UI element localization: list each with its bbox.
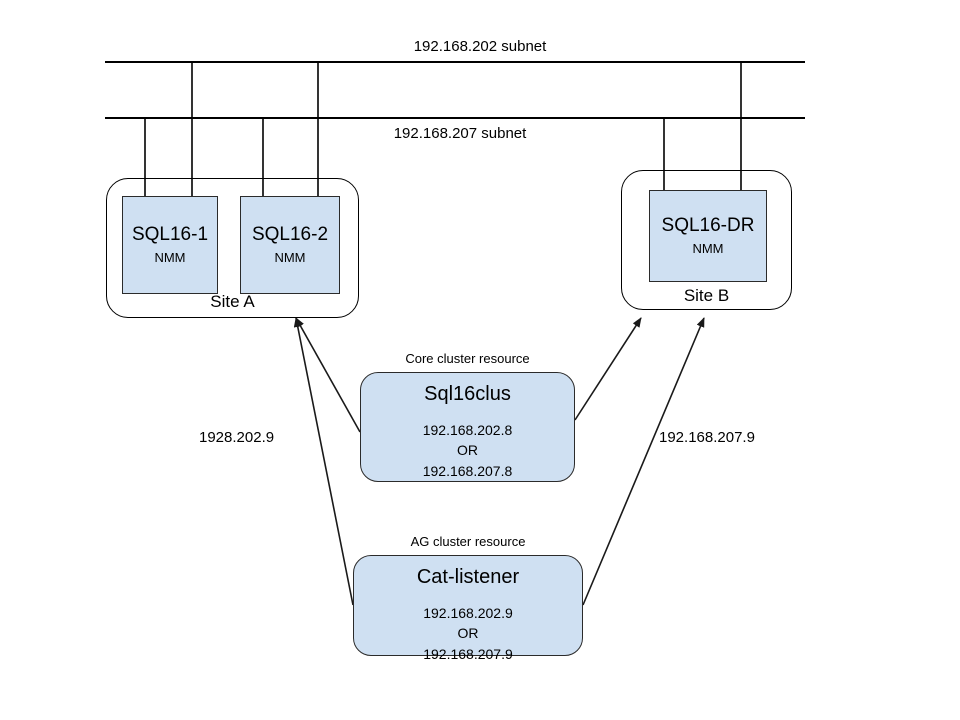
node-sql16-2-agent: NMM — [274, 250, 306, 266]
core-cluster-resource-title: Sql16clus — [424, 383, 511, 405]
ag-cluster-ip-separator: OR — [457, 625, 479, 642]
core-cluster-resource-ips: 192.168.202.8 OR 192.168.207.8 — [423, 420, 513, 481]
node-sql16-1-agent: NMM — [154, 250, 186, 266]
node-sql16-1[interactable]: SQL16-1 NMM — [122, 196, 218, 294]
ag-cluster-resource-ips: 192.168.202.9 OR 192.168.207.9 — [423, 603, 513, 664]
edge-cat-listener-to-site-b — [582, 317, 705, 606]
core-cluster-resource-box[interactable]: Sql16clus 192.168.202.8 OR 192.168.207.8 — [360, 372, 575, 482]
site-b-label: Site B — [683, 286, 730, 305]
node-sql16-1-title: SQL16-1 — [131, 224, 209, 246]
ag-cluster-ip-secondary: 192.168.207.9 — [423, 645, 513, 662]
ag-cluster-resource-box[interactable]: Cat-listener 192.168.202.9 OR 192.168.20… — [353, 555, 583, 662]
site-a-label: Site A — [210, 292, 255, 311]
edge-sql16clus-to-site-a — [295, 317, 361, 433]
edge-label-right: 192.168.207.9 — [659, 429, 755, 446]
node-sql16-dr-agent: NMM — [692, 241, 724, 257]
site-a-container[interactable] — [106, 178, 359, 318]
node-sql16-dr[interactable]: SQL16-DR NMM — [649, 190, 767, 282]
subnet-202-label: 192.168.202 subnet — [413, 38, 547, 55]
ag-cluster-ip-primary: 192.168.202.9 — [423, 605, 513, 621]
edge-cat-listener-to-site-a — [293, 317, 354, 606]
core-cluster-ip-primary: 192.168.202.8 — [422, 422, 513, 438]
node-sql16-dr-title: SQL16-DR — [661, 215, 755, 237]
node-sql16-2[interactable]: SQL16-2 NMM — [240, 196, 340, 294]
subnet-207-label: 192.168.207 subnet — [393, 125, 527, 142]
core-cluster-ip-separator: OR — [457, 442, 478, 459]
core-cluster-ip-secondary: 192.168.207.8 — [422, 462, 513, 479]
site-b-container[interactable] — [621, 170, 792, 310]
core-cluster-resource-caption: Core cluster resource — [405, 351, 530, 366]
edge-label-left: 1928.202.9 — [199, 429, 275, 446]
ag-cluster-resource-title: Cat-listener — [416, 566, 520, 588]
node-sql16-2-title: SQL16-2 — [251, 224, 329, 246]
edge-sql16clus-to-site-b — [574, 317, 642, 421]
ag-cluster-resource-caption: AG cluster resource — [410, 534, 526, 549]
